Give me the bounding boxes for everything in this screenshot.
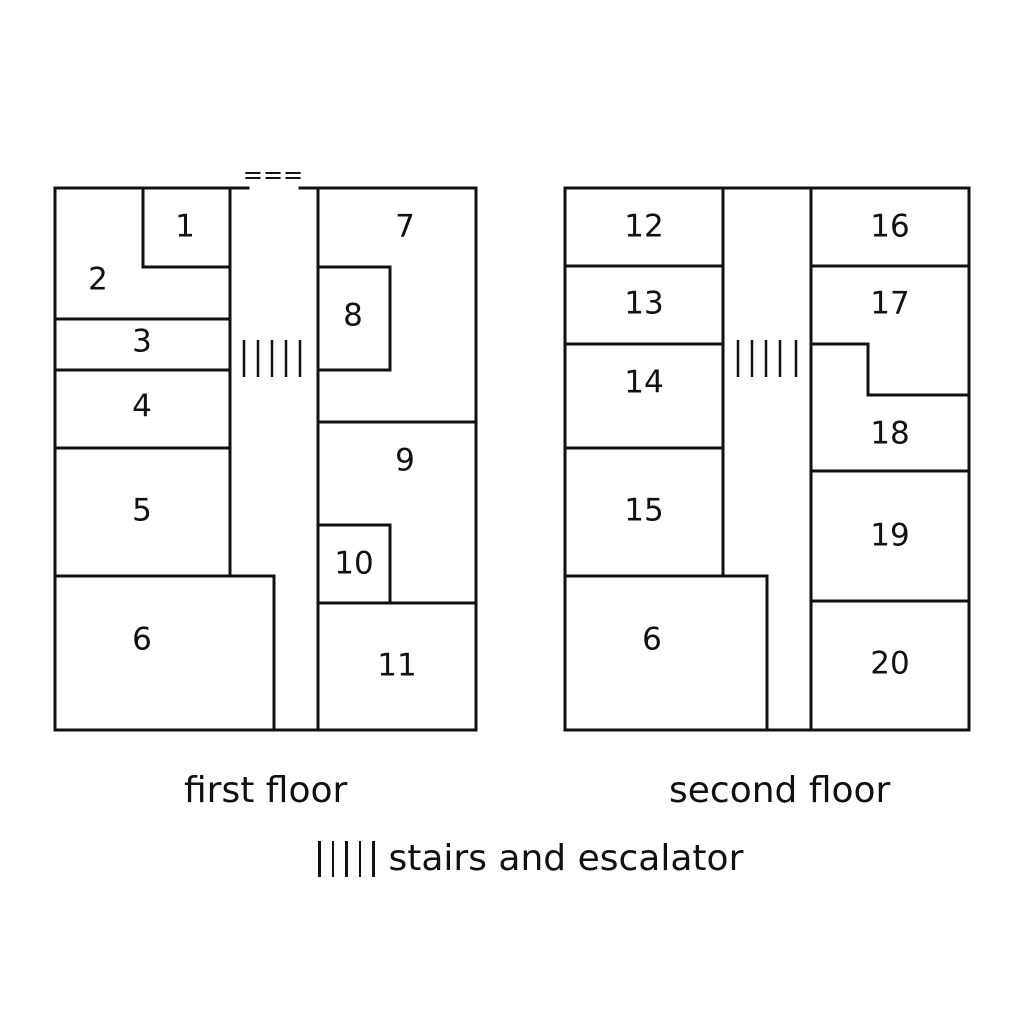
room-17-wall [809,342,971,397]
room-label-17: 17 [870,286,909,322]
room-label-19: 19 [870,518,909,554]
room-label-14: 14 [624,365,663,401]
room-label-15: 15 [624,493,663,529]
room-label-1: 1 [175,209,195,245]
stairs-legend-icon [318,840,375,877]
room-label-9: 9 [395,443,415,479]
legend-label: stairs and escalator [388,838,744,879]
first-floor-title: first floor [184,770,348,811]
room-label-6-second: 6 [642,622,662,658]
second-floor-stairs-icon [736,340,798,377]
room-label-11: 11 [377,648,416,684]
room-label-18: 18 [870,416,909,452]
room-label-4: 4 [132,389,152,425]
room-label-20: 20 [870,646,909,682]
legend: stairs and escalator [318,838,743,879]
first-floor-stairs-icon [242,340,302,377]
second-floor-plan: 12 13 14 15 6 16 17 18 19 20 [563,186,971,732]
room-label-7: 7 [395,209,415,245]
room-label-2: 2 [88,262,108,298]
first-floor-outer-wall [53,186,478,732]
room-label-8: 8 [343,298,363,334]
room-10-wall [316,523,392,605]
room-1-wall [141,186,232,269]
entrance-marker: === [243,161,303,189]
room-label-13: 13 [624,286,663,322]
room-label-12: 12 [624,209,663,245]
room-label-5: 5 [132,493,152,529]
first-floor-plan: === 1 2 3 4 5 6 7 8 9 10 11 [53,161,478,732]
room-label-16: 16 [870,209,909,245]
room-label-6: 6 [132,622,152,658]
room-8-wall [316,265,392,372]
room-label-3: 3 [132,324,152,360]
room-label-10: 10 [334,546,373,582]
second-floor-title: second floor [669,770,891,811]
